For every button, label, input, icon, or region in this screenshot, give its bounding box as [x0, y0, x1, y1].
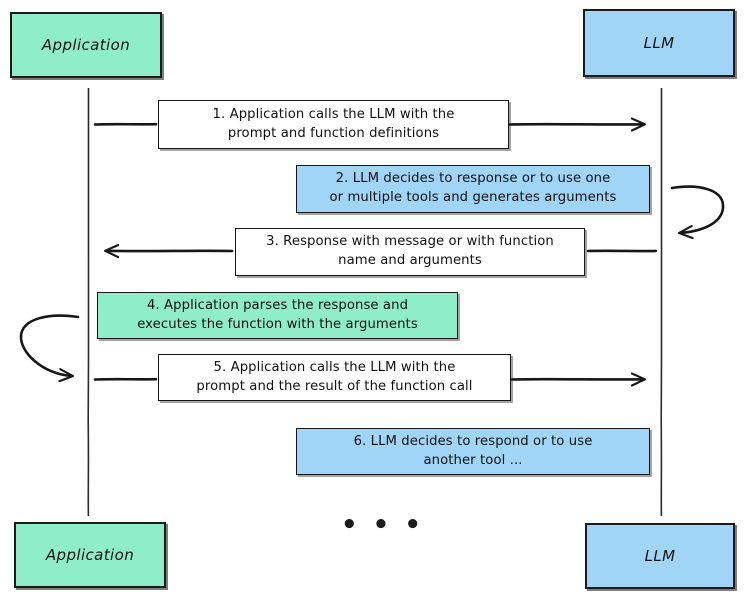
message-text-step-3: 3. Response with message or with functio… [266, 234, 554, 268]
message-box-step-4[interactable]: 4. Application parses the response and e… [97, 292, 458, 339]
actor-box-application-bottom[interactable]: Application [14, 522, 166, 588]
message-box-step-6[interactable]: 6. LLM decides to respond or to use anot… [296, 428, 650, 475]
message-box-step-3[interactable]: 3. Response with message or with functio… [235, 228, 585, 276]
actor-label-llm-top: LLM [643, 34, 675, 52]
message-box-step-2[interactable]: 2. LLM decides to response or to use one… [296, 165, 650, 213]
arrow-step-2-self-loop [670, 185, 725, 233]
actor-box-application-top[interactable]: Application [10, 12, 162, 78]
actor-label-llm-bottom: LLM [644, 547, 676, 565]
message-box-step-5[interactable]: 5. Application calls the LLM with the pr… [158, 354, 511, 401]
message-text-step-4: 4. Application parses the response and e… [137, 297, 418, 332]
message-text-step-1: 1. Application calls the LLM with the pr… [212, 106, 455, 141]
message-text-step-2: 2. LLM decides to response or to use one… [329, 171, 617, 205]
message-text-step-6: 6. LLM decides to respond or to use anot… [353, 433, 593, 468]
message-box-step-1[interactable]: 1. Application calls the LLM with the pr… [158, 100, 509, 149]
actor-label-application-bottom: Application [45, 546, 135, 564]
actor-box-llm-top[interactable]: LLM [583, 9, 735, 77]
actor-box-llm-bottom[interactable]: LLM [585, 523, 735, 589]
message-text-step-5: 5. Application calls the LLM with the pr… [196, 359, 473, 394]
continuation-ellipsis: • • • [341, 510, 424, 540]
arrow-step-4-self-loop [19, 314, 80, 376]
actor-label-application-top: Application [41, 36, 131, 54]
